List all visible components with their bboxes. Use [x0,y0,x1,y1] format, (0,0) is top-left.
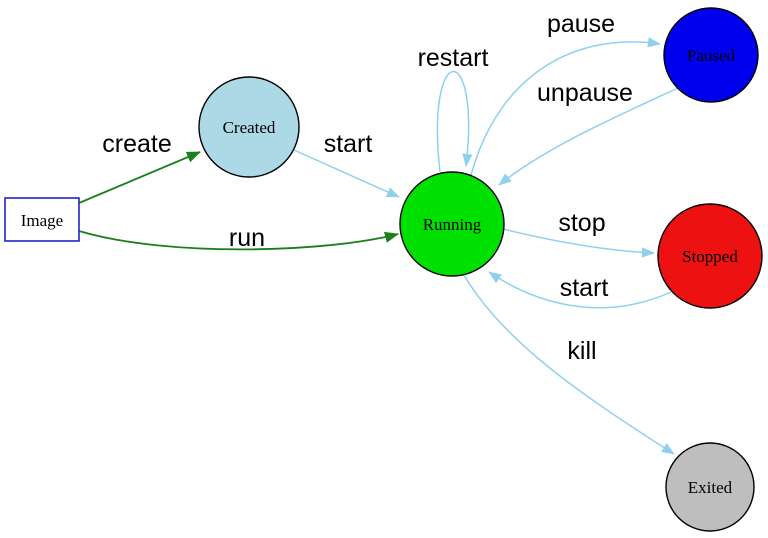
edge-label-start-created: start [324,130,373,158]
node-paused: Paused [663,7,759,103]
node-image-box [4,197,80,242]
node-stopped: Stopped [657,203,763,309]
node-running: Running [399,171,505,277]
node-stopped-circle [657,203,763,309]
edge-label-stop: stop [558,209,605,237]
edge-create-image-to-created [78,151,201,204]
node-exited-circle [665,442,755,532]
edge-stop-running-to-stopped [502,228,655,258]
node-stopped-label: Stopped [682,247,738,266]
edge-start-created-to-running [293,149,400,198]
node-running-label: Running [423,215,482,234]
node-running-circle [399,171,505,277]
edge-label-pause: pause [547,10,615,38]
node-image: Image [4,197,80,242]
node-image-label: Image [21,211,63,230]
edge-label-start-stopped: start [560,274,609,302]
edge-run-image-to-running [78,230,399,251]
edge-label-run: run [229,224,265,252]
edge-unpause-paused-to-running [498,87,679,186]
node-paused-label: Paused [687,46,736,65]
node-created: Created [198,76,300,178]
node-created-label: Created [223,118,276,137]
edge-label-create: create [102,130,171,158]
edge-label-kill: kill [567,337,596,365]
edge-start-stopped-to-running [488,271,672,309]
node-exited: Exited [665,442,755,532]
node-created-circle [198,76,300,178]
node-exited-label: Exited [688,478,733,497]
edge-label-unpause: unpause [537,79,633,107]
edge-label-restart: restart [418,44,489,72]
edge-pause-running-to-paused [470,37,661,176]
edge-kill-running-to-exited [463,274,675,455]
node-paused-circle [663,7,759,103]
edge-restart-running-self-loop [436,70,473,173]
